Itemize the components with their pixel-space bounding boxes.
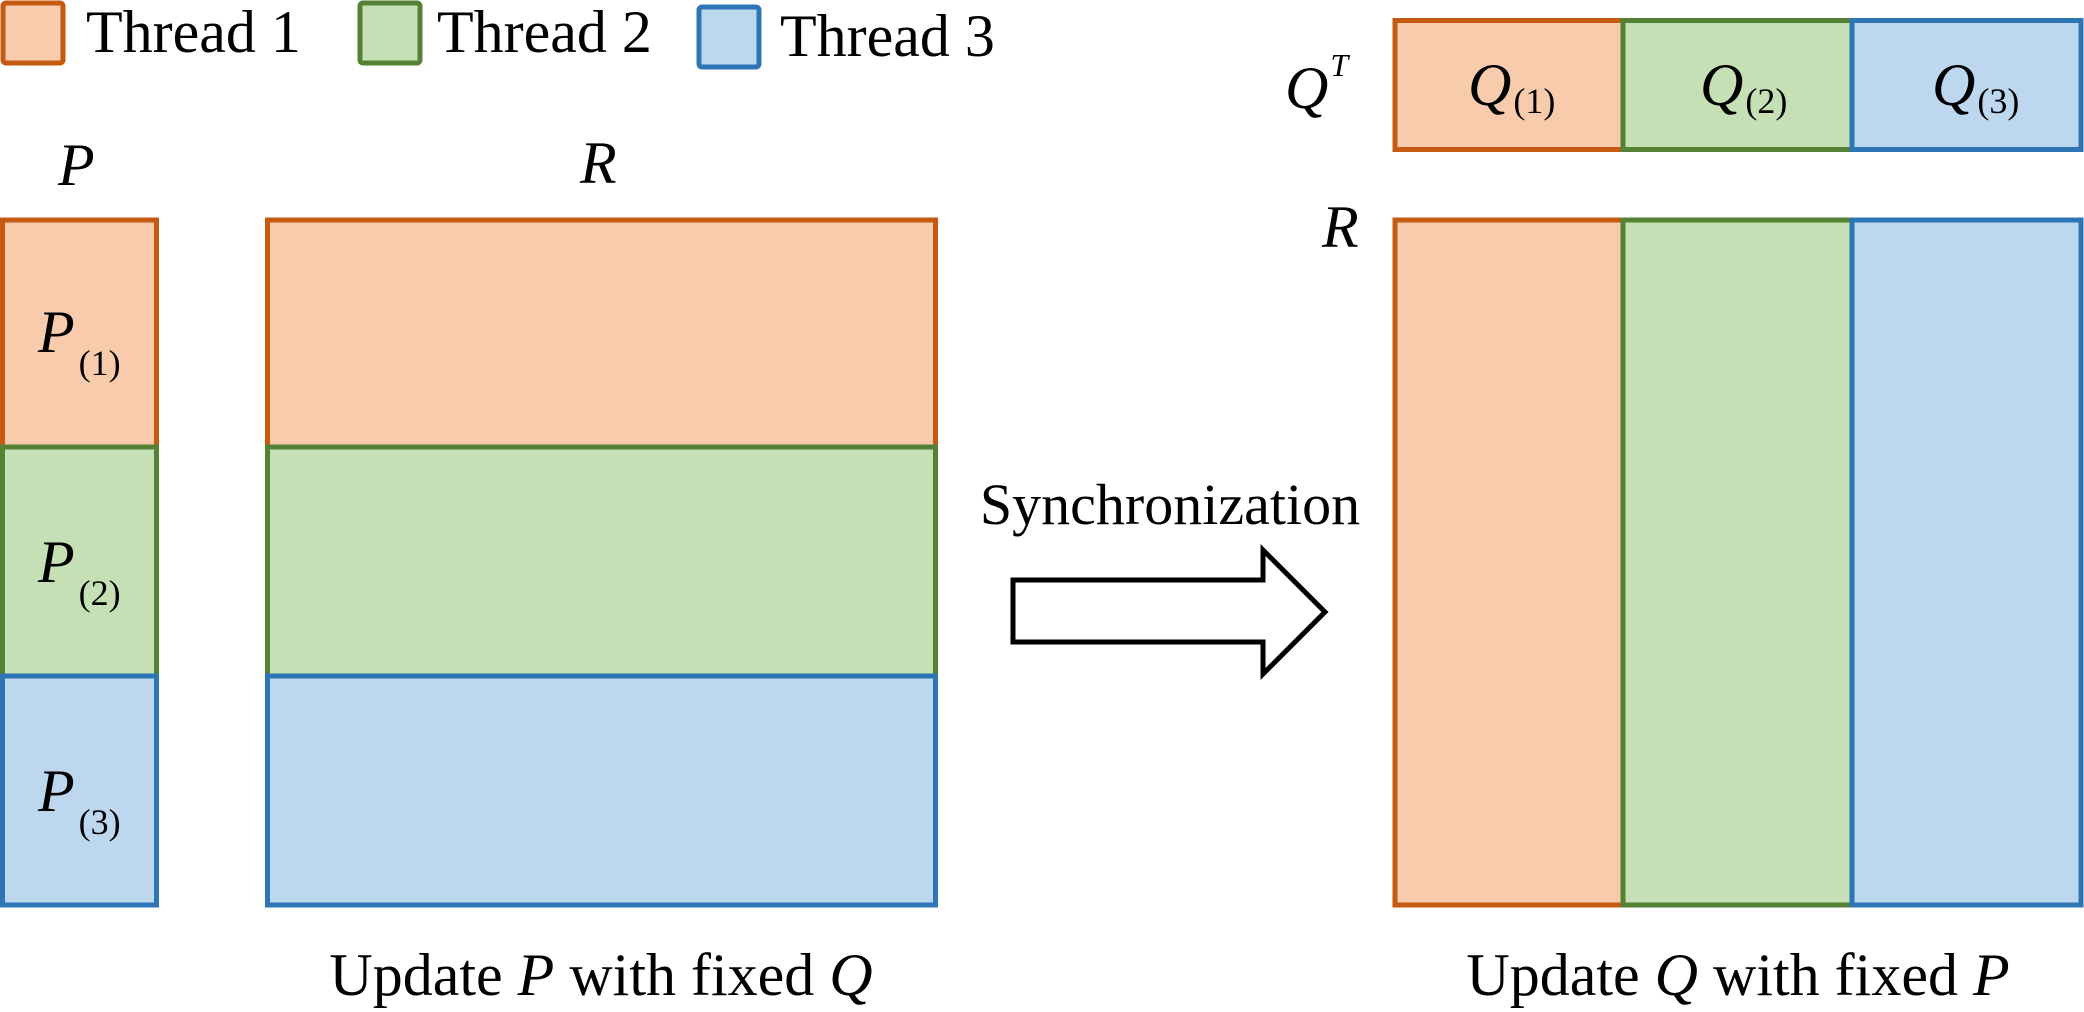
q-block-3-label: Q(3) [1932, 52, 2019, 121]
r-col-block-1 [1392, 217, 1626, 908]
q-block-3 [1849, 18, 2084, 152]
right-arrow-icon [1010, 543, 1329, 681]
qt-label: QT [1285, 47, 1350, 121]
legend-label-thread-1: Thread 1 [86, 0, 301, 65]
r-matrix-row-partitioned: R [265, 130, 938, 908]
r-matrix-heading: R [579, 130, 617, 196]
legend-label-thread-2: Thread 2 [437, 0, 652, 65]
p-block-1-label: P(1) [37, 299, 121, 383]
r-matrix-column-partitioned: R [1321, 194, 2084, 908]
legend-swatch-thread-1 [0, 0, 66, 66]
legend: Thread 1 Thread 2 Thread 3 [0, 0, 995, 70]
p-block-3-label: P(3) [37, 758, 121, 842]
left-caption: Update P with fixed Q [329, 942, 872, 1008]
q-block-2-label: Q(2) [1700, 52, 1787, 121]
legend-label-thread-3: Thread 3 [780, 3, 995, 69]
p-block-3 [0, 673, 159, 908]
p-block-2 [0, 444, 159, 679]
r-matrix-label-right: R [1321, 194, 1359, 260]
qt-matrix: QT Q(1) Q(2) Q(3) [1285, 18, 2084, 152]
p-block-1 [0, 217, 159, 450]
q-block-1-label: Q(1) [1468, 52, 1555, 121]
r-col-block-2 [1620, 217, 1855, 908]
legend-swatch-thread-3 [696, 4, 762, 70]
right-caption: Update Q with fixed P [1466, 942, 2009, 1008]
p-matrix-heading: P [57, 132, 95, 198]
r-col-block-3 [1849, 217, 2084, 908]
synchronization-label: Synchronization [980, 472, 1360, 537]
p-block-2-label: P(2) [37, 529, 121, 613]
r-row-block-3 [265, 673, 938, 908]
legend-swatch-thread-2 [357, 0, 423, 66]
q-block-2 [1620, 18, 1855, 152]
r-row-block-2 [265, 444, 938, 679]
r-row-block-1 [265, 217, 938, 450]
synchronization: Synchronization [980, 472, 1360, 681]
p-matrix: P P(1) P(2) P(3) [0, 132, 159, 908]
